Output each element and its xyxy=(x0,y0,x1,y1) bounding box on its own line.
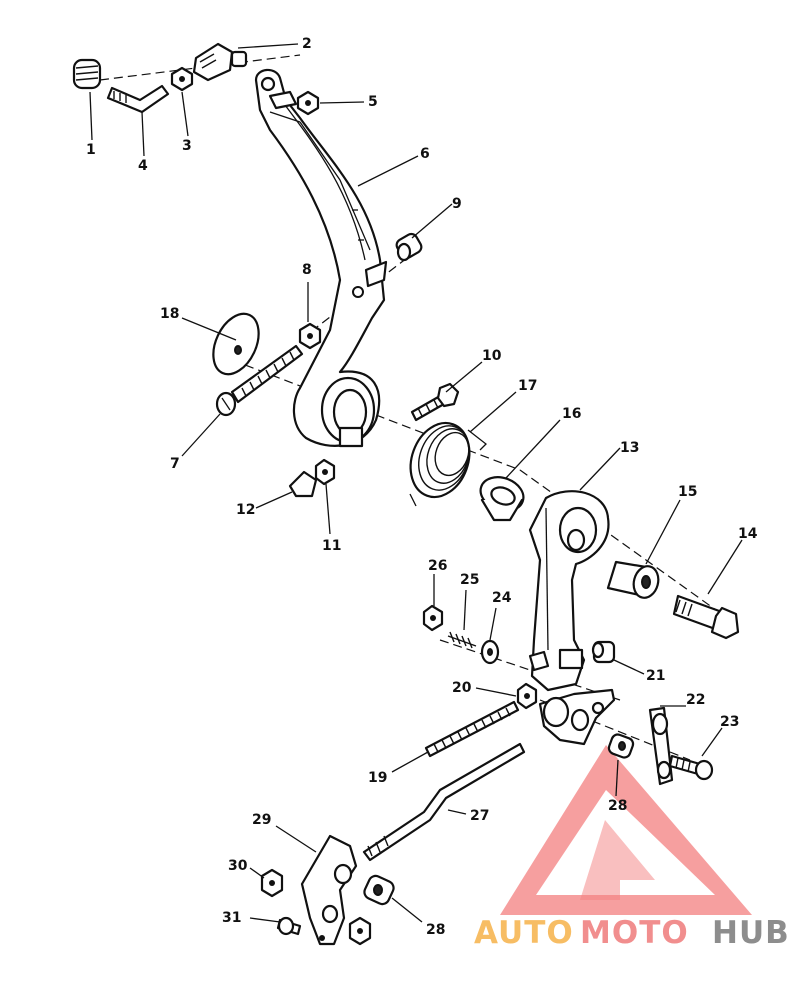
callout-4: 4 xyxy=(138,158,148,174)
part-11-nut xyxy=(314,458,336,486)
part-25-spring xyxy=(447,631,477,649)
callout-12: 12 xyxy=(236,502,255,518)
callout-28-upper: 28 xyxy=(608,798,627,814)
part-27-rod xyxy=(362,742,526,862)
part-23-screw xyxy=(668,754,714,781)
part-7-long-screw xyxy=(215,344,304,417)
callout-15: 15 xyxy=(678,484,697,500)
callout-13: 13 xyxy=(620,440,639,456)
part-17-torsion-spring xyxy=(409,421,487,507)
part-30-nut xyxy=(260,868,284,898)
part-8-nut xyxy=(298,322,322,350)
part-4-bent-link xyxy=(106,84,170,114)
callout-6: 6 xyxy=(420,146,430,162)
callout-31: 31 xyxy=(222,910,241,926)
part-20-nut xyxy=(516,682,538,710)
callout-18: 18 xyxy=(160,306,179,322)
callout-25: 25 xyxy=(460,572,479,588)
watermark-text-hub: HUB xyxy=(712,915,790,951)
callout-9: 9 xyxy=(452,196,462,212)
callout-23: 23 xyxy=(720,714,739,730)
part-10-bolt xyxy=(410,382,460,422)
callout-28-lower: 28 xyxy=(426,922,445,938)
callout-27: 27 xyxy=(470,808,489,824)
watermark-text-auto: AUTO xyxy=(474,915,574,951)
part-31-screw xyxy=(276,916,302,936)
callout-2: 2 xyxy=(302,36,312,52)
part-22-link xyxy=(648,706,674,786)
part-21-spacer xyxy=(591,640,616,664)
assembly-centerlines xyxy=(99,54,731,761)
part-9-bushing xyxy=(395,232,423,262)
callout-24: 24 xyxy=(492,590,512,606)
callout-8: 8 xyxy=(302,262,312,278)
part-28-barrel-upper xyxy=(607,733,635,759)
callout-10: 10 xyxy=(482,348,502,364)
part-6-upper-lever xyxy=(254,68,388,448)
leader-lines xyxy=(89,43,743,923)
part-16-flanged-bushing xyxy=(479,476,525,522)
part-28-barrel-lower xyxy=(363,874,395,906)
callout-3: 3 xyxy=(182,138,192,154)
part-29-bell-crank xyxy=(300,834,358,946)
part-12-cap xyxy=(288,470,318,498)
part-5-nut xyxy=(296,90,320,116)
callout-29: 29 xyxy=(252,812,271,828)
watermark-text-moto: MOTO xyxy=(580,915,689,951)
callout-19: 19 xyxy=(368,770,387,786)
watermark-logo: AUTO MOTO HUB xyxy=(474,745,790,951)
part-3-nut xyxy=(170,66,194,92)
part-1-cable-end xyxy=(72,58,102,90)
part-15-sleeve xyxy=(606,560,660,599)
part-18-washer xyxy=(212,312,260,376)
callout-5: 5 xyxy=(368,94,378,110)
callout-30: 30 xyxy=(228,858,248,874)
callout-26: 26 xyxy=(428,558,447,574)
callout-21: 21 xyxy=(646,668,665,684)
callout-7: 7 xyxy=(170,456,180,472)
callout-22: 22 xyxy=(686,692,705,708)
callout-16: 16 xyxy=(562,406,581,422)
part-19-threaded-rod xyxy=(424,700,520,758)
swivel-block-assembly xyxy=(538,688,616,746)
part-13-lower-lever xyxy=(528,490,610,692)
callout-11: 11 xyxy=(322,538,341,554)
part-24-washer xyxy=(480,639,500,665)
callout-numbers: 1 2 3 4 5 6 7 8 9 10 11 12 13 14 15 16 1… xyxy=(86,36,758,938)
part-14-shoulder-bolt xyxy=(672,594,740,640)
lower-nut xyxy=(348,916,372,946)
part-26-nut xyxy=(422,604,444,632)
callout-20: 20 xyxy=(452,680,472,696)
part-2-connector xyxy=(192,42,248,82)
callout-17: 17 xyxy=(518,378,537,394)
callout-1: 1 xyxy=(86,142,96,158)
callout-14: 14 xyxy=(738,526,758,542)
